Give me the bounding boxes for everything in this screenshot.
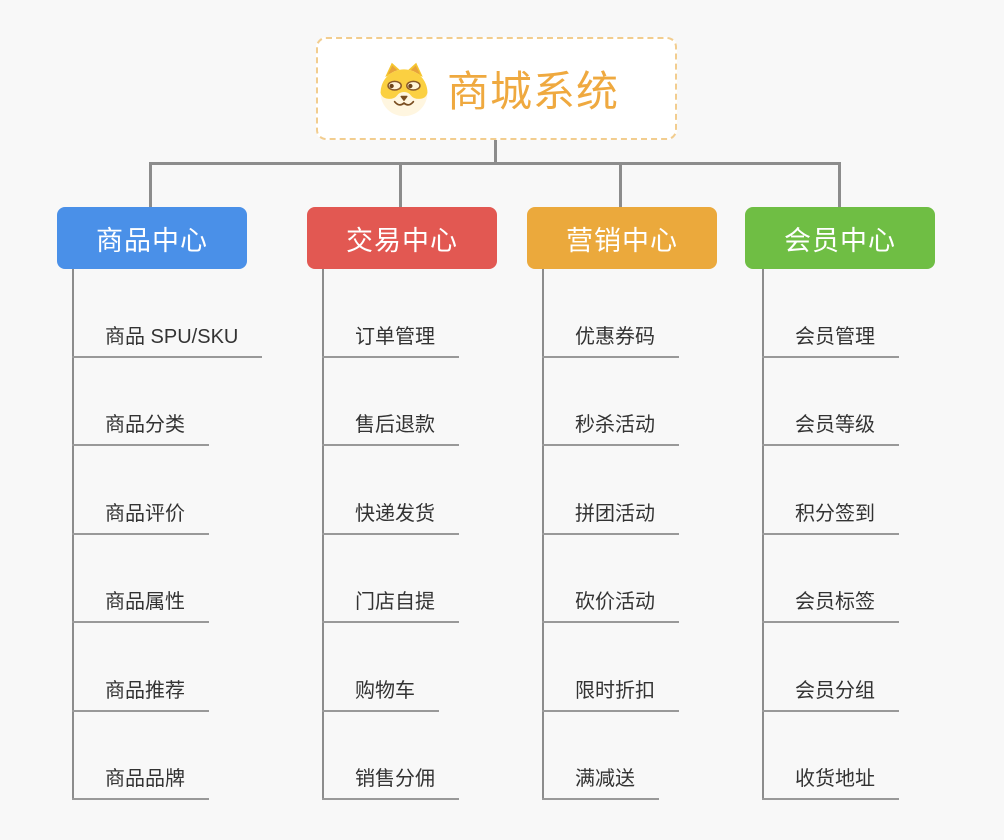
leaf-node: 销售分佣 [322, 712, 459, 800]
leaf-topic[interactable]: 快递发货 [322, 497, 459, 535]
leaf-topic[interactable]: 商品分类 [72, 408, 209, 446]
leaf-node: 商品属性 [72, 535, 262, 623]
branch-children-marketing-center: 优惠券码 秒杀活动 拼团活动 砍价活动 限时折扣 满减送 [542, 269, 679, 800]
leaf-topic[interactable]: 会员标签 [762, 585, 899, 623]
leaf-topic[interactable]: 拼团活动 [542, 497, 679, 535]
leaf-node: 售后退款 [322, 358, 459, 446]
leaf-topic[interactable]: 门店自提 [322, 585, 459, 623]
leaf-topic[interactable]: 优惠券码 [542, 320, 679, 358]
leaf-node: 积分签到 [762, 446, 899, 535]
leaf-node: 商品 SPU/SKU [72, 269, 263, 358]
leaf-topic[interactable]: 商品 SPU/SKU [72, 320, 263, 358]
leaf-node: 会员等级 [762, 358, 899, 446]
leaf-node: 商品推荐 [72, 623, 262, 712]
leaf-node: 会员标签 [762, 535, 899, 623]
connector-drop-trade-center [399, 162, 402, 207]
leaf-node: 会员管理 [762, 269, 899, 358]
connector-drop-product-center [149, 162, 152, 207]
leaf-node: 门店自提 [322, 535, 459, 623]
branch-children-product-center: 商品 SPU/SKU 商品分类 商品评价 商品属性 商品推荐 商品品牌 [72, 269, 263, 800]
leaf-topic[interactable]: 秒杀活动 [542, 408, 679, 446]
branch-children-member-center: 会员管理 会员等级 积分签到 会员标签 会员分组 收货地址 [762, 269, 899, 800]
leaf-node: 砍价活动 [542, 535, 679, 623]
leaf-node: 秒杀活动 [542, 358, 679, 446]
branch-node-trade-center[interactable]: 交易中心 [307, 207, 497, 269]
leaf-topic[interactable]: 限时折扣 [542, 674, 679, 712]
doge-dog-icon [374, 59, 434, 119]
connector-drop-marketing-center [619, 162, 622, 207]
leaf-topic[interactable]: 满减送 [542, 762, 659, 800]
leaf-topic[interactable]: 购物车 [322, 674, 439, 712]
leaf-topic[interactable]: 积分签到 [762, 497, 899, 535]
branch-node-marketing-center[interactable]: 营销中心 [527, 207, 717, 269]
leaf-node: 订单管理 [322, 269, 459, 358]
leaf-node: 限时折扣 [542, 623, 679, 712]
leaf-topic[interactable]: 商品评价 [72, 497, 209, 535]
root-node-mall-system[interactable]: 商城系统 [316, 37, 677, 140]
leaf-topic[interactable]: 收货地址 [762, 762, 899, 800]
leaf-topic[interactable]: 会员分组 [762, 674, 899, 712]
branch-children-trade-center: 订单管理 售后退款 快递发货 门店自提 购物车 销售分佣 [322, 269, 459, 800]
leaf-topic[interactable]: 售后退款 [322, 408, 459, 446]
connector-horizontal-rail [149, 162, 841, 165]
leaf-node: 会员分组 [762, 623, 899, 712]
leaf-topic[interactable]: 订单管理 [322, 320, 459, 358]
leaf-topic[interactable]: 商品品牌 [72, 762, 209, 800]
branch-node-member-center[interactable]: 会员中心 [745, 207, 935, 269]
leaf-topic[interactable]: 销售分佣 [322, 762, 459, 800]
leaf-node: 购物车 [322, 623, 459, 712]
branch-node-product-center[interactable]: 商品中心 [57, 207, 247, 269]
leaf-topic[interactable]: 会员等级 [762, 408, 899, 446]
leaf-topic[interactable]: 商品推荐 [72, 674, 209, 712]
leaf-node: 商品评价 [72, 446, 262, 535]
root-title: 商城系统 [446, 68, 619, 115]
leaf-node: 商品品牌 [72, 712, 262, 800]
connector-root-stem [494, 140, 497, 164]
leaf-topic[interactable]: 商品属性 [72, 585, 209, 623]
leaf-node: 收货地址 [762, 712, 899, 800]
leaf-topic[interactable]: 砍价活动 [542, 585, 679, 623]
leaf-node: 商品分类 [72, 358, 262, 446]
connector-drop-member-center [838, 162, 841, 207]
leaf-node: 优惠券码 [542, 269, 679, 358]
leaf-node: 拼团活动 [542, 446, 679, 535]
leaf-topic[interactable]: 会员管理 [762, 320, 899, 358]
leaf-node: 满减送 [542, 712, 679, 800]
leaf-node: 快递发货 [322, 446, 459, 535]
